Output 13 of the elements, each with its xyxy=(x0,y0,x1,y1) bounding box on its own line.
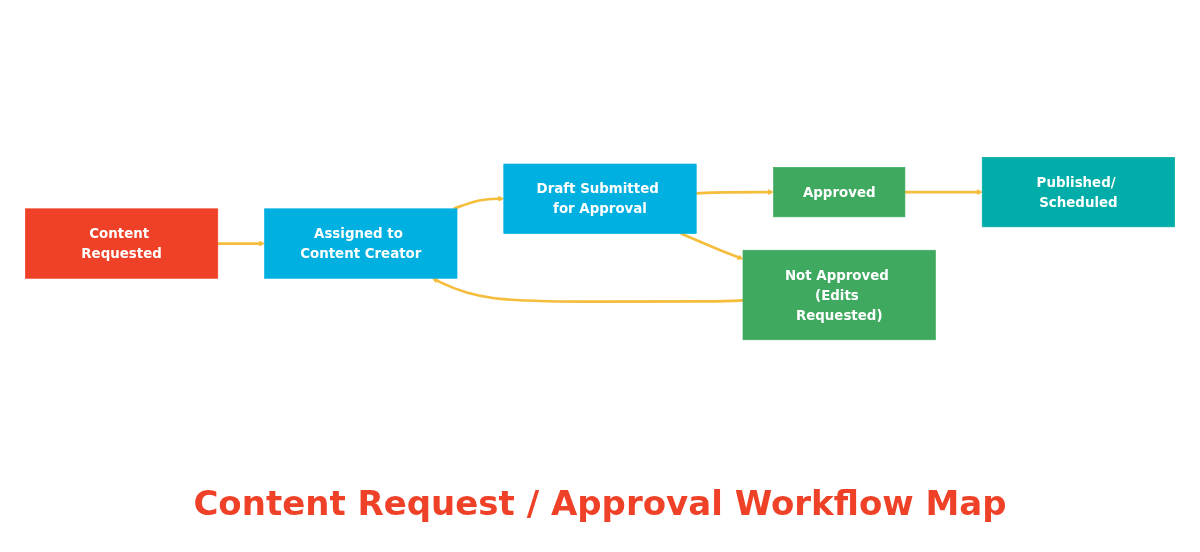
node-box: Draft Submitted for Approval xyxy=(503,164,697,235)
arrow xyxy=(904,189,983,196)
diagram-title: Content Request / Approval Workflow Map xyxy=(193,483,1007,523)
arrow xyxy=(432,278,744,304)
arrow xyxy=(696,189,774,196)
arrow xyxy=(453,196,505,211)
arrow xyxy=(680,232,744,261)
node-box: Published/ Scheduled xyxy=(981,157,1175,228)
node-box: Approved xyxy=(773,167,906,218)
node-box: Assigned to Content Creator xyxy=(264,208,458,280)
arrow xyxy=(217,241,265,247)
node-box: Not Approved (Edits Requested) xyxy=(742,250,936,341)
node-box: Content Requested xyxy=(25,208,219,280)
